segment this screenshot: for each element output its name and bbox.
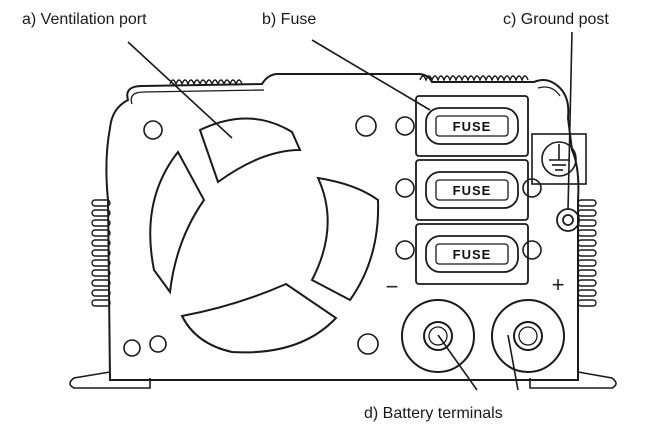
screw-hole <box>395 116 415 136</box>
fuse-holder-1 <box>415 95 529 157</box>
right-heatsink-fins <box>577 199 597 307</box>
screw-hole <box>123 339 141 357</box>
screw-hole <box>357 333 379 355</box>
fuse-label-3: FUSE <box>453 247 492 262</box>
label-battery-terminals: d) Battery terminals <box>364 405 503 422</box>
leader-ground <box>567 31 573 211</box>
label-ground-post: c) Ground post <box>503 11 609 28</box>
mounting-feet <box>69 371 617 389</box>
leader-ventilation <box>127 41 233 139</box>
fan-blade-top <box>198 117 302 184</box>
screw-hole <box>143 120 163 140</box>
fuse-label-2: FUSE <box>453 183 492 198</box>
screw-hole <box>355 115 377 137</box>
fuse-label-1: FUSE <box>453 119 492 134</box>
screw-hole <box>395 178 415 198</box>
fan-blades-icon <box>149 117 380 354</box>
inverter-housing <box>105 73 580 381</box>
terminal-positive-sign: + <box>552 272 565 297</box>
foot-left <box>69 371 151 389</box>
fan-blade-right <box>310 176 380 302</box>
battery-terminal-negative <box>401 299 475 373</box>
terminal-negative-sign: − <box>386 274 399 299</box>
foot-right <box>529 371 617 389</box>
fan-blade-bottom <box>180 282 338 354</box>
fuse-holders <box>415 95 529 285</box>
ground-symbol-icon <box>531 133 587 185</box>
fuse-holder-2 <box>415 159 529 221</box>
label-fuse: b) Fuse <box>262 11 316 28</box>
housing-inner-edge <box>130 86 561 105</box>
label-ventilation-port: a) Ventilation port <box>22 11 147 28</box>
left-heatsink-fins <box>91 199 111 307</box>
battery-terminal-positive <box>491 299 565 373</box>
ground-post <box>556 208 580 232</box>
fan-blade-left <box>149 150 206 295</box>
screw-hole <box>522 240 542 260</box>
fuse-holder-3 <box>415 223 529 285</box>
screw-hole <box>395 240 415 260</box>
screw-hole <box>149 335 167 353</box>
